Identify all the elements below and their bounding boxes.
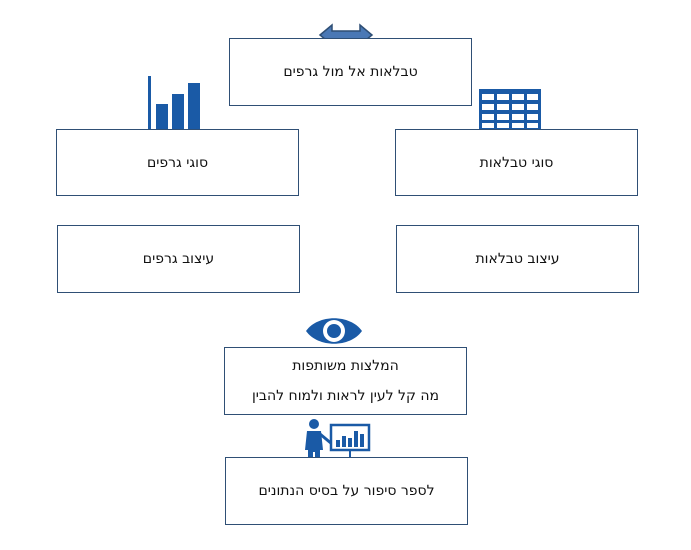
recommendations-title: המלצות משותפות: [292, 358, 399, 374]
chart-design-label: עיצוב גרפים: [142, 251, 215, 267]
table-design-box: עיצוב טבלאות: [396, 225, 639, 293]
chart-types-box: סוגי גרפים: [56, 129, 299, 196]
chart-types-label: סוגי גרפים: [146, 154, 209, 171]
bar-chart-icon: [144, 74, 210, 136]
table-types-box: סוגי טבלאות: [395, 129, 638, 196]
shared-recommendations-box: המלצות משותפות מה קל לעין לראות ולמוח לה…: [224, 347, 467, 415]
storytelling-label: לספר סיפור על בסיס הנתונים: [258, 483, 435, 499]
recommendations-text: מה קל לעין לראות ולמוח להבין: [251, 388, 440, 404]
eye-icon: [304, 312, 364, 350]
tables-vs-charts-label: טבלאות אל מול גרפים: [283, 64, 418, 80]
table-design-label: עיצוב טבלאות: [475, 251, 560, 267]
storytelling-box: לספר סיפור על בסיס הנתונים: [225, 457, 468, 525]
table-types-label: סוגי טבלאות: [479, 154, 554, 171]
table-grid-icon: [478, 88, 542, 132]
tables-vs-charts-box: טבלאות אל מול גרפים: [229, 38, 472, 106]
presenter-icon: [302, 418, 372, 472]
chart-design-box: עיצוב גרפים: [57, 225, 300, 293]
